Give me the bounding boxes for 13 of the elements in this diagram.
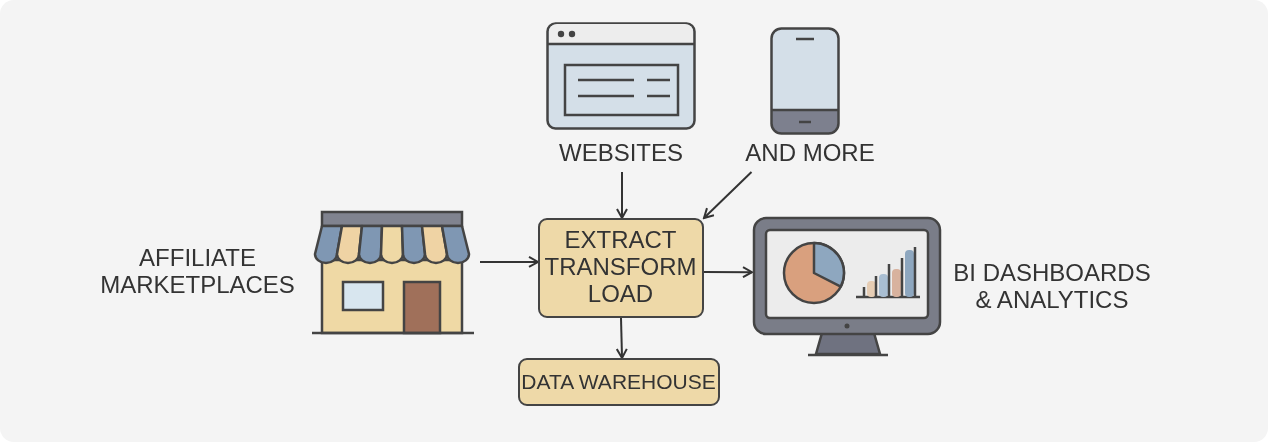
- arrow: [703, 171, 753, 219]
- arrow: [616, 171, 628, 219]
- process-box: [538, 218, 704, 318]
- arrow: [479, 256, 539, 268]
- node-label: AFFILIATE MARKETPLACES: [99, 242, 296, 300]
- arrow: [703, 266, 753, 279]
- node-label: BI DASHBOARDS & ANALYTICS: [952, 257, 1152, 315]
- node-label: WEBSITES: [558, 138, 684, 169]
- arrow: [615, 317, 628, 359]
- process-box: [518, 358, 720, 406]
- node-label: AND MORE: [745, 138, 875, 169]
- node-label: EXTRACT TRANSFORM LOAD: [543, 225, 698, 309]
- node-label: DATA WAREHOUSE: [520, 368, 717, 395]
